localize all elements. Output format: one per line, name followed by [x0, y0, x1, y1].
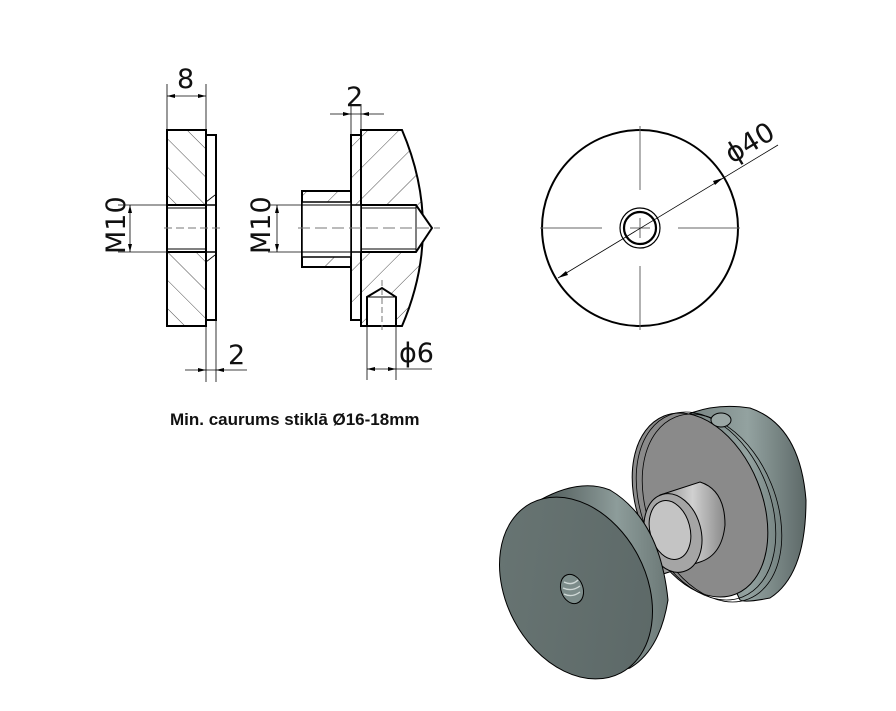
right-part-section-view: 2 M10 ϕ6 [246, 82, 440, 380]
front-view-circle: ϕ40 [540, 117, 780, 330]
dim-width-8: 8 [177, 64, 194, 95]
dim-thread-m10-left: M10 [101, 196, 132, 254]
isometric-3d-view [499, 405, 807, 680]
dim-pin-hole-phi6: ϕ6 [399, 338, 434, 369]
dim-washer-2-left: 2 [228, 340, 245, 371]
left-part-section-view: 8 M10 2 [101, 64, 247, 382]
dim-thread-m10-right: M10 [246, 196, 277, 254]
dim-washer-2-right: 2 [346, 82, 363, 113]
caption-min-glass-hole: Min. caurums stiklā Ø16-18mm [170, 410, 420, 429]
iso-left-part [499, 485, 669, 680]
